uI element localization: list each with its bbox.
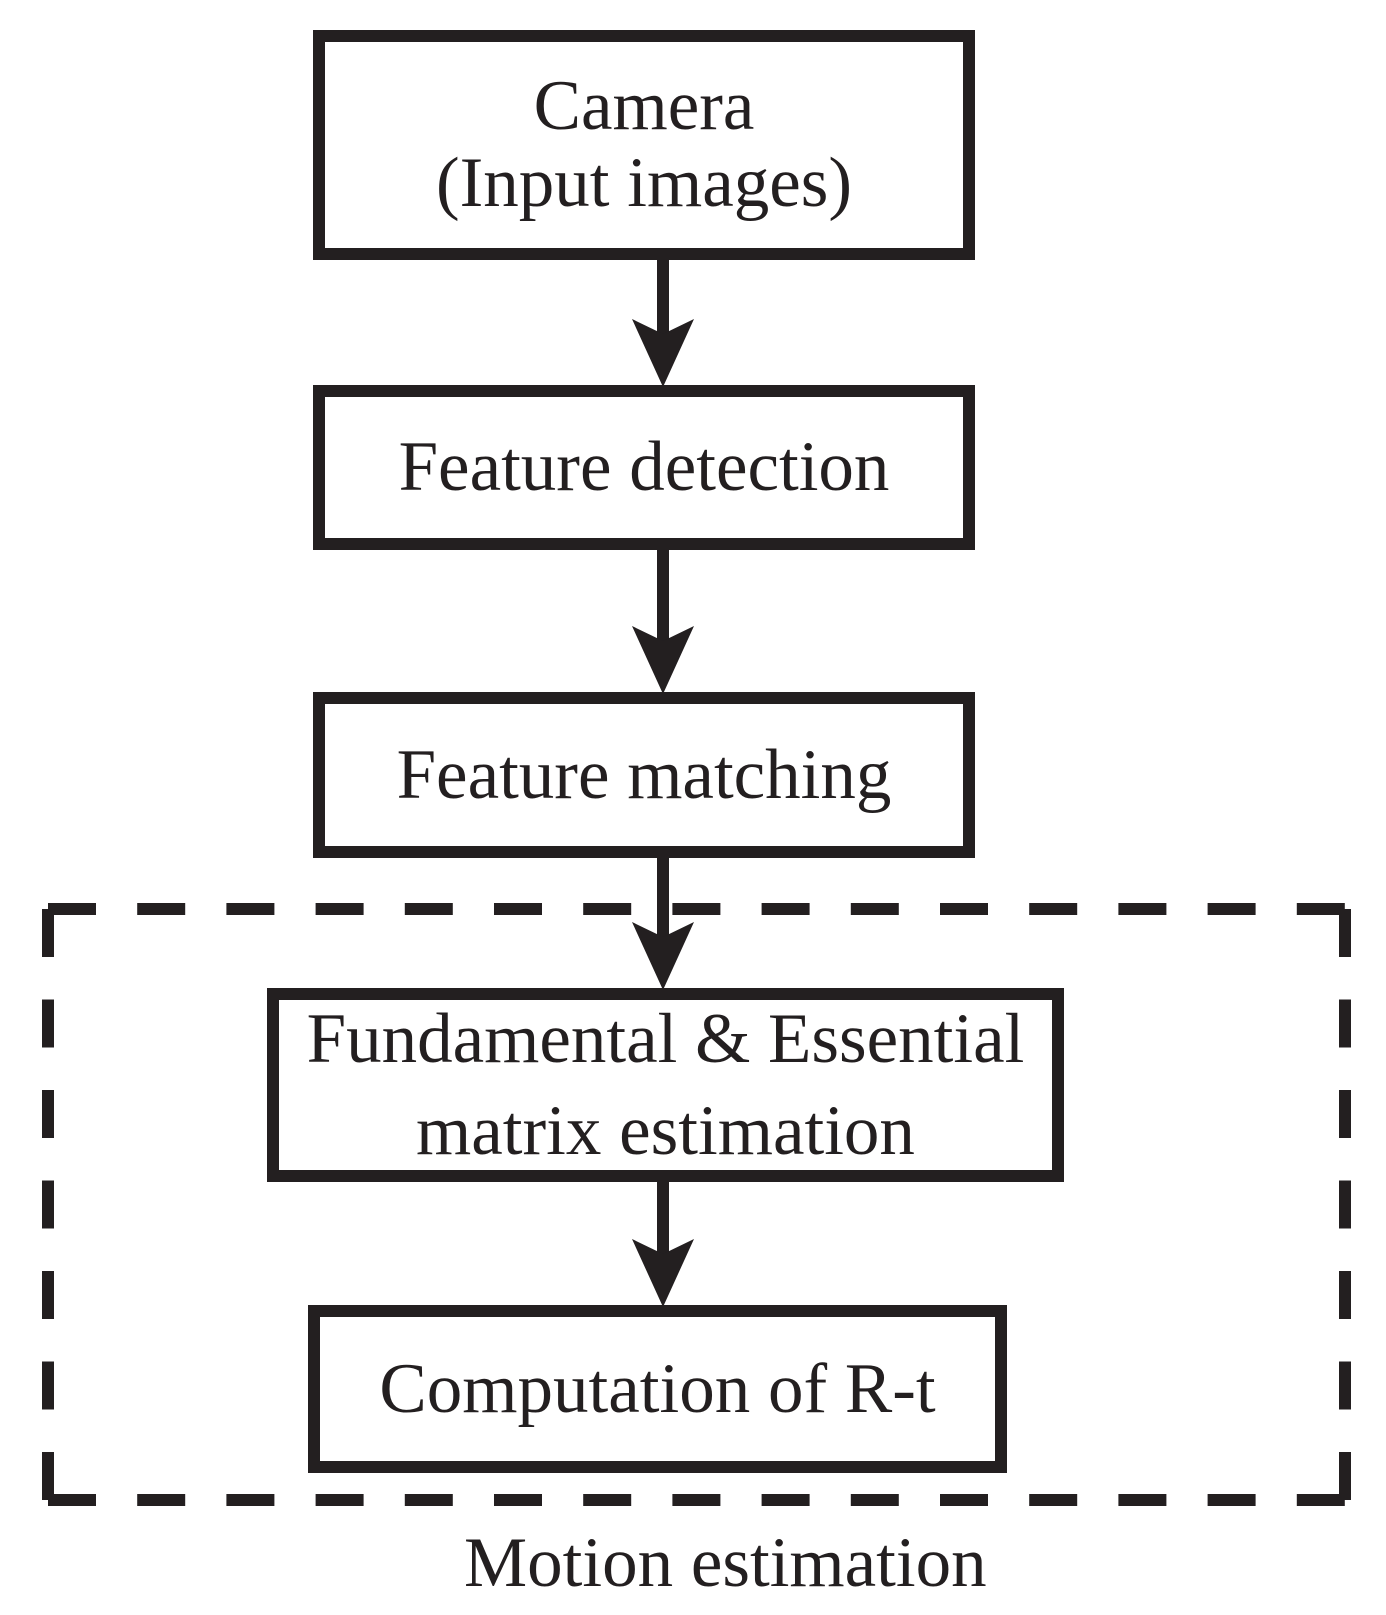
arrow-camera-to-detection	[632, 254, 694, 387]
arrow-detection-to-matching	[632, 544, 694, 694]
node-feature-matching: Feature matching	[313, 692, 975, 858]
node-camera-input-images: Camera (Input images)	[313, 30, 975, 260]
motion-estimation-group-label: Motion estimation	[464, 1524, 987, 1602]
node-computation-of-r-t: Computation of R-t	[308, 1305, 1007, 1473]
node-feature-detection: Feature detection	[313, 385, 975, 550]
motion-estimation-group-outline	[42, 903, 1351, 1506]
arrow-fundamental-to-computation	[632, 1176, 694, 1307]
node-fundamental-essential-matrix-estimation: Fundamental & Essential matrix estimatio…	[267, 988, 1064, 1182]
arrow-matching-to-fundamental	[632, 852, 694, 990]
